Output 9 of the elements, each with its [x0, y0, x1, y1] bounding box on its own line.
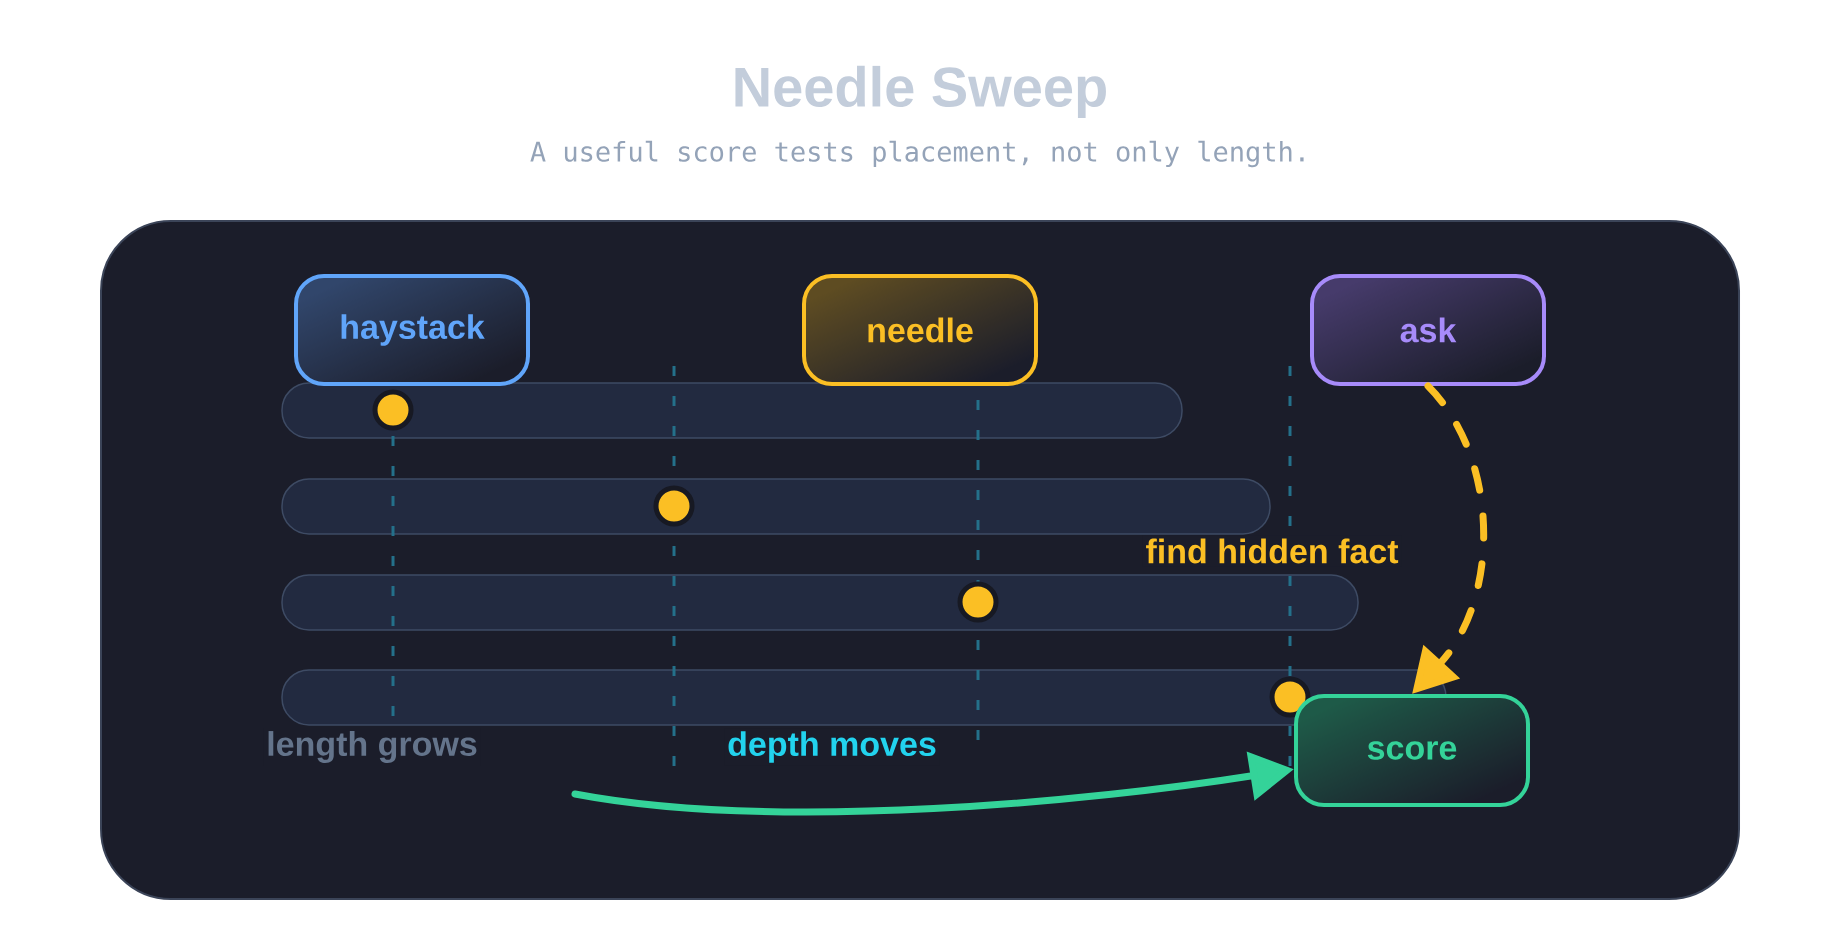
annotation-label: depth moves — [724, 728, 940, 766]
process-box: needle — [802, 274, 1038, 386]
subtitle: A useful score tests placement, not only length. — [530, 140, 1304, 168]
process-box: score — [1294, 694, 1530, 807]
edge-label: find hidden fact — [1142, 535, 1402, 567]
annotation-label: length grows — [263, 728, 481, 766]
process-box: ask — [1310, 274, 1546, 386]
process-box: haystack — [294, 274, 530, 386]
title: Needle Sweep — [735, 65, 1106, 119]
